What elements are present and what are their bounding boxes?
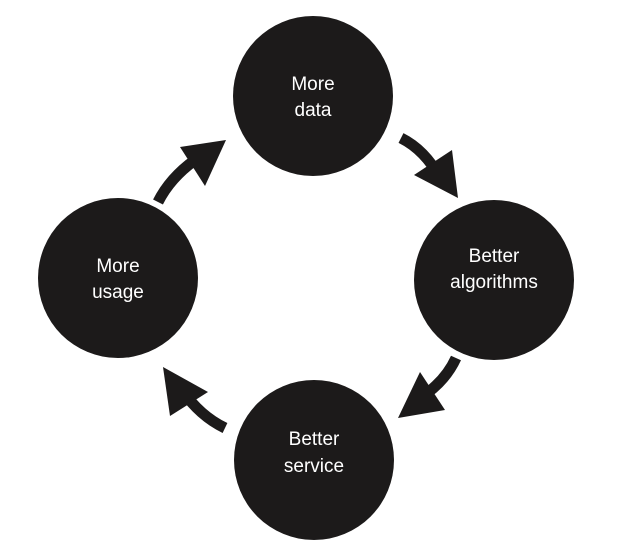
arrow-service-to-usage <box>163 367 228 433</box>
node-label: data <box>295 100 332 121</box>
node-more-usage: More usage <box>38 198 198 358</box>
arrow-usage-to-data <box>153 140 226 205</box>
node-label: Better <box>289 429 340 450</box>
node-label: More <box>96 256 139 277</box>
arrow-algorithms-to-service <box>398 355 461 418</box>
node-better-service: Better service <box>234 380 394 540</box>
node-more-data: More data <box>233 16 393 176</box>
node-label: algorithms <box>450 272 538 293</box>
node-label: service <box>284 456 344 477</box>
node-label: Better <box>469 246 520 267</box>
node-label: usage <box>92 282 144 303</box>
arrow-data-to-algorithms <box>398 133 458 198</box>
node-label: More <box>291 74 334 95</box>
node-better-algorithms: Better algorithms <box>414 200 574 360</box>
